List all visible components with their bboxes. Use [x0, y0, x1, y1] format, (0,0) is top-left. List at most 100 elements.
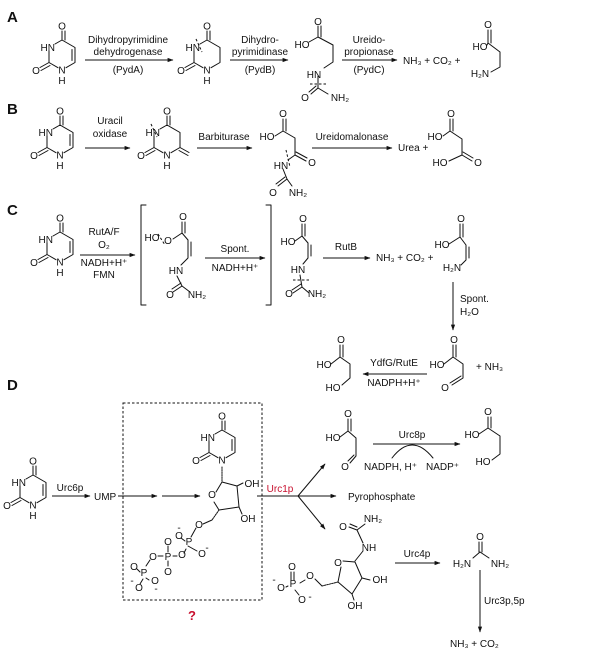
beta-alanine-structure: [486, 29, 501, 73]
bracket-left: [140, 204, 147, 306]
atom-label: HO: [435, 240, 450, 251]
panel-label-d: D: [7, 377, 18, 394]
atom-label: H: [56, 268, 63, 279]
atom-label: HO: [433, 158, 448, 169]
enzyme-label: (PydB): [245, 65, 276, 76]
ureidomalonate-structure: [274, 118, 308, 187]
atom-label: O: [208, 490, 216, 501]
atom-label: OH: [245, 479, 260, 490]
atom-label: O: [298, 595, 306, 606]
enzyme-label: Urc3p,5p: [484, 596, 525, 607]
atom-label: HO: [473, 42, 488, 53]
enzyme-label: Urc6p: [57, 483, 84, 494]
atom-label: O: [166, 290, 174, 301]
atom-label: O: [175, 531, 183, 542]
atom-label: O: [130, 562, 138, 573]
unknown-intermediate-box: [122, 402, 263, 601]
atom-label: OH: [241, 514, 256, 525]
enzyme-label: oxidase: [93, 129, 128, 140]
atom-label: P: [186, 537, 193, 548]
ureidoacrylate-structure: [291, 223, 312, 294]
atom-label: O: [314, 17, 322, 28]
reaction-arrow: [297, 463, 326, 497]
products-text: NH₃ + CO₂ +: [376, 253, 434, 264]
atom-label: O: [164, 236, 172, 247]
products-text: NH₃ + CO₂ +: [403, 56, 461, 67]
atom-label: H₂N: [443, 263, 461, 274]
pyrophosphate-label: Pyrophosphate: [348, 492, 416, 503]
urea-structure: [472, 541, 490, 559]
atom-label: HO: [260, 132, 275, 143]
panel-label-b: B: [7, 101, 18, 118]
atom-label: HO: [145, 233, 160, 244]
enzyme-label: Ureidomalonase: [316, 132, 389, 143]
enzyme-label: YdfG/RutE: [370, 358, 418, 369]
cofactor-label: NADH+H⁺: [212, 263, 259, 274]
atom-label: NH₂: [491, 559, 509, 570]
enzyme-label: RutB: [335, 242, 358, 253]
atom-label: O: [279, 109, 287, 120]
cofactor-label: NADP⁺: [426, 462, 459, 473]
atom-label: NH: [362, 543, 376, 554]
malonic-semialdehyde-structure-d: [339, 418, 357, 464]
atom-label: H₂N: [471, 69, 489, 80]
cofactor-label: O₂: [98, 240, 110, 251]
enzyme-label: (PydA): [113, 65, 144, 76]
enzyme-label: propionase: [344, 47, 394, 58]
enzyme-label: Ureido-: [353, 35, 386, 46]
atom-label: O: [308, 158, 316, 169]
atom-label: HO: [317, 360, 332, 371]
products-text: Urea +: [398, 143, 428, 154]
atom-label: O: [288, 562, 296, 573]
atom-label: O: [301, 93, 309, 104]
charge-label: -: [130, 576, 133, 587]
final-products-text: NH₃ + CO₂: [450, 639, 499, 650]
atom-label: O: [277, 583, 285, 594]
atom-label: O: [269, 188, 277, 199]
udp-nucleoside-structure: [136, 411, 244, 585]
peroxy-ureidoacrylate-structure: [157, 221, 192, 293]
atom-label: P: [141, 568, 148, 579]
atom-label: O: [151, 576, 159, 587]
enzyme-label: Spont.: [460, 294, 489, 305]
atom-label: O: [457, 214, 465, 225]
atom-label: HO: [476, 457, 491, 468]
atom-label: HO: [326, 383, 341, 394]
atom-label: O: [450, 335, 458, 346]
atom-label: O: [164, 567, 172, 578]
atom-label: P: [165, 552, 172, 563]
uracil-structure-a: [31, 21, 76, 78]
atom-label: HO: [465, 430, 480, 441]
aminoacrylate-structure: [448, 223, 470, 266]
enzyme-label: Dihydro-: [241, 35, 279, 46]
atom-label: H: [56, 161, 63, 172]
atom-label: O: [339, 522, 347, 533]
uracil-structure-c: [29, 213, 74, 270]
atom-label: HO: [295, 40, 310, 51]
charge-label: -: [154, 584, 157, 595]
enzyme-label: Urc4p: [404, 549, 431, 560]
atom-label: O: [299, 214, 307, 225]
atom-label: O: [149, 552, 157, 563]
3-hydroxypropionate-structure-d: [478, 416, 501, 461]
cofactor-arc: [391, 444, 434, 459]
enzyme-label: Urc8p: [399, 430, 426, 441]
3-hydroxypropionate-structure-c: [330, 344, 351, 386]
atom-label: HN: [307, 70, 321, 81]
enzyme-label: Spont.: [221, 244, 250, 255]
carbamoyl-beta-alanine-structure: [308, 25, 334, 95]
enzyme-label: pyrimidinase: [232, 47, 289, 58]
atom-label: O: [441, 383, 449, 394]
atom-label: O: [341, 462, 349, 473]
atom-label: HO: [428, 132, 443, 143]
atom-label: HN: [274, 161, 288, 172]
enzyme-label: Uracil: [97, 116, 123, 127]
panel-label-a: A: [7, 9, 18, 26]
atom-label: NH₂: [289, 188, 307, 199]
atom-label: O: [179, 212, 187, 223]
atom-label: H₂N: [453, 559, 471, 570]
atom-label: NH₂: [331, 93, 349, 104]
atom-label: O: [135, 583, 143, 594]
cofactor-label: NADPH, H⁺: [364, 462, 417, 473]
